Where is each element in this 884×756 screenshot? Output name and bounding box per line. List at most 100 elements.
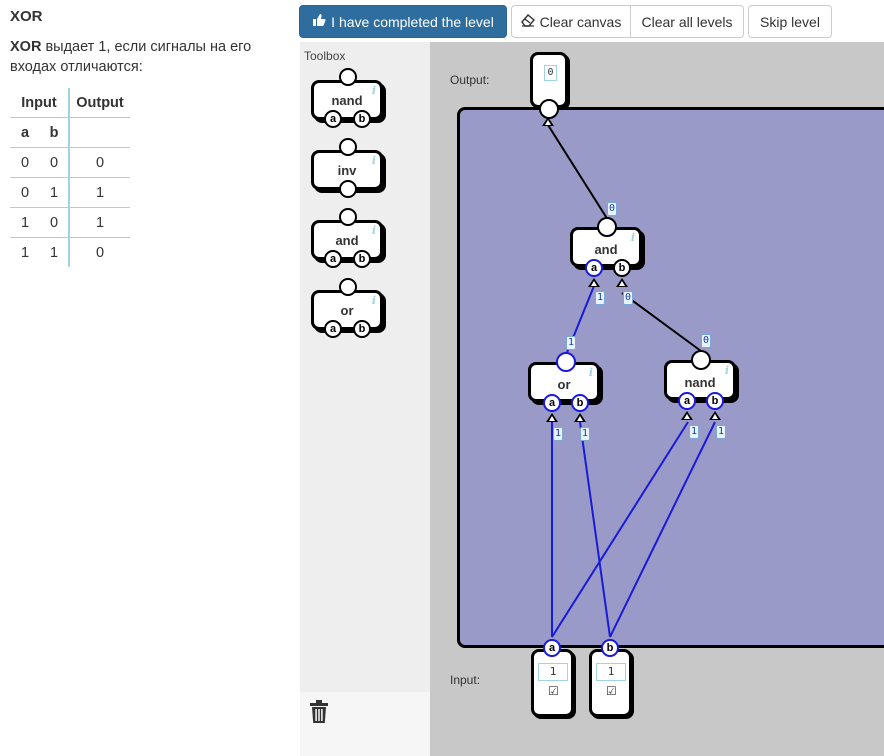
and-arrow-b [616,278,628,287]
table-row: 1 0 1 [10,207,130,238]
nand-input-b-value: 1 [716,425,727,439]
and-input-pin-b[interactable]: b [613,259,631,277]
level-title: XOR [10,8,43,25]
or-arrow-b [574,413,586,422]
gate-name: or [557,377,571,392]
input-pin-a[interactable]: a [324,320,342,338]
info-icon[interactable]: i [630,231,635,244]
cell: 0 [69,147,130,178]
level-description: XOR выдает 1, если сигналы на его входах… [10,37,280,77]
or-input-b-value: 1 [580,427,591,441]
header-output: Output [69,88,130,118]
input-pin-a[interactable]: a [543,639,561,657]
cell: 0 [10,177,40,208]
info-icon[interactable]: i [724,364,729,377]
trash-icon[interactable] [308,700,330,729]
toolbox-and-gate[interactable]: and i [311,220,383,260]
input-b-value[interactable]: 1 [596,663,626,681]
cell: 0 [40,147,70,178]
input-pin-b[interactable]: b [353,250,371,268]
eraser-icon [520,13,535,30]
nand-input-a-value: 1 [689,425,700,439]
subheader-empty [69,118,130,148]
subheader-b: b [40,118,70,148]
input-pin-a[interactable]: a [324,110,342,128]
skip-level-button[interactable]: Skip level [748,5,832,38]
clear-canvas-button[interactable]: Clear canvas [511,5,631,38]
cell: 0 [40,207,70,238]
input-pin-b[interactable]: b [353,110,371,128]
and-output-value: 0 [607,202,618,216]
and-output-pin[interactable] [597,217,617,237]
gate-name: or [340,303,354,318]
nand-output-value: 0 [701,334,712,348]
or-input-pin-a[interactable]: a [543,394,561,412]
cell: 1 [69,177,130,208]
table-row: 0 0 0 [10,147,130,178]
gate-name: nand [684,375,716,390]
clear-all-levels-button[interactable]: Clear all levels [630,5,744,38]
cell: 1 [40,177,70,208]
input-pin-a[interactable]: a [324,250,342,268]
output-pin[interactable] [539,99,559,119]
nand-arrow-a [681,411,693,420]
cell: 1 [40,237,70,267]
info-icon[interactable]: i [588,366,593,379]
truth-table-body: a b 0 0 0 0 1 1 1 0 1 1 1 0 [10,118,130,267]
info-icon[interactable]: i [371,224,376,237]
and-input-a-value: 1 [595,291,606,305]
toolbox-nand-gate[interactable]: nand i [311,80,383,120]
thumbs-up-icon [312,13,326,30]
gate-name: nand [331,93,363,108]
header-input: Input [10,88,70,118]
info-icon[interactable]: i [371,84,376,97]
truth-table: Input Output [10,88,130,118]
cell: 1 [10,207,40,238]
input-pin-b[interactable]: b [601,639,619,657]
or-input-pin-b[interactable]: b [571,394,589,412]
level-panel: XOR XOR выдает 1, если сигналы на его вх… [0,0,300,756]
output-value: 0 [544,65,557,81]
and-arrow-a [588,278,600,287]
description-bold: XOR [10,39,42,55]
or-output-value: 1 [566,336,577,350]
nand-output-pin[interactable] [691,350,711,370]
clear-canvas-label: Clear canvas [539,13,622,30]
output-pin[interactable] [339,278,357,296]
table-row: 1 1 0 [10,237,130,267]
description-text: выдает 1, если сигналы на его входах отл… [10,39,252,75]
input-block-b[interactable]: 1 ☑ [589,649,632,717]
info-icon[interactable]: i [371,154,376,167]
input-pin-b[interactable]: b [353,320,371,338]
gate-name: and [335,233,359,248]
input-block-a[interactable]: 1 ☑ [531,649,574,717]
and-input-b-value: 0 [623,291,634,305]
output-pin[interactable] [339,68,357,86]
cell: 0 [10,147,40,178]
complete-level-button[interactable]: I have completed the level [299,5,507,38]
or-output-pin[interactable] [556,352,576,372]
gate-name: and [594,242,618,257]
gate-name: inv [337,163,357,178]
subheader-a: a [10,118,40,148]
nand-input-pin-b[interactable]: b [706,392,724,410]
nand-input-pin-a[interactable]: a [678,392,696,410]
or-input-a-value: 1 [553,427,564,441]
input-label: Input: [450,673,481,687]
or-arrow-a [546,413,558,422]
cell: 1 [20,244,30,261]
and-input-pin-a[interactable]: a [585,259,603,277]
input-a-checkbox[interactable]: ☑ [548,684,559,698]
complete-level-label: I have completed the level [331,13,494,30]
output-pin[interactable] [339,208,357,226]
output-label: Output: [450,73,490,87]
info-icon[interactable]: i [371,294,376,307]
input-b-checkbox[interactable]: ☑ [606,684,617,698]
toolbox-or-gate[interactable]: or i [311,290,383,330]
cell: 0 [95,244,105,261]
output-pin[interactable] [339,138,357,156]
output-arrow [542,117,554,126]
input-a-value[interactable]: 1 [538,663,568,681]
nand-arrow-b [709,411,721,420]
input-pin[interactable] [339,180,357,198]
